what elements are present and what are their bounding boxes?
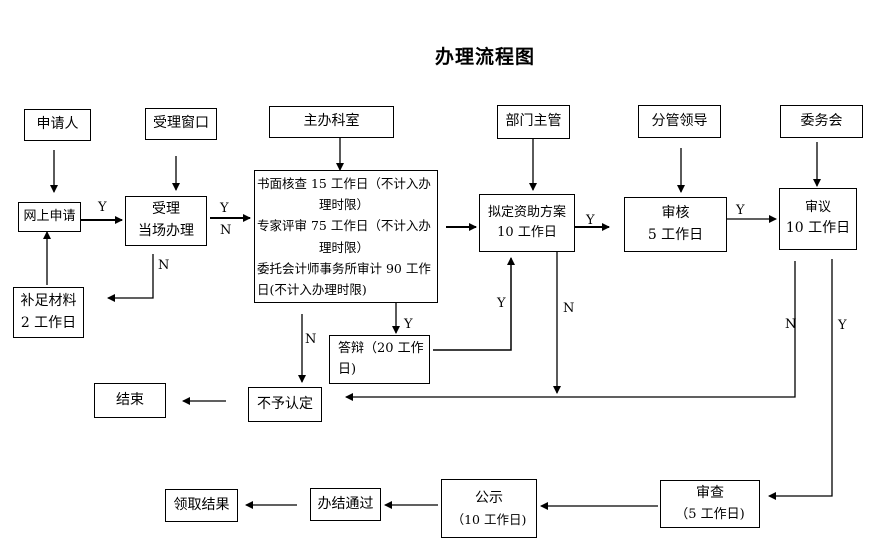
edge-label-y: Y <box>98 200 107 215</box>
node-deliberate: 审议 10 工作日 <box>779 188 857 250</box>
edge-label-y: Y <box>497 296 506 311</box>
role-dept: 部门主管 <box>497 105 570 139</box>
page-title: 办理流程图 <box>434 46 535 68</box>
edge-label-y: Y <box>220 201 229 216</box>
role-leader: 分管领导 <box>638 105 721 138</box>
role-committee: 委务会 <box>780 105 863 138</box>
node-end: 结束 <box>94 383 166 418</box>
arrow-deliberate-check <box>768 259 833 500</box>
arrow-accept-supplement <box>107 254 154 302</box>
arrow-defense-plan <box>433 257 515 351</box>
edge-label-y: Y <box>838 318 847 333</box>
edge-label-y: Y <box>736 203 745 218</box>
node-approve: 办结通过 <box>310 488 381 521</box>
edge-label-y: Y <box>586 213 595 228</box>
node-review: 书面核查 15 工作日（不计入办 理时限） 专家评审 75 工作日（不计入办 理… <box>254 170 438 303</box>
node-plan: 拟定资助方案 10 工作日 <box>479 194 575 252</box>
node-reject: 不予认定 <box>248 387 322 422</box>
node-online: 网上申请 <box>18 202 81 232</box>
node-defense: 答辩（20 工作 日) <box>329 335 430 384</box>
edge-label-n: N <box>220 223 232 238</box>
node-collect: 领取结果 <box>165 489 238 522</box>
role-window: 受理窗口 <box>145 108 217 140</box>
node-supplement: 补足材料 2 工作日 <box>13 287 84 338</box>
node-publicize: 公示 （10 工作日) <box>441 479 537 538</box>
arrow-deliberate-reject <box>345 261 796 401</box>
node-audit: 审核 5 工作日 <box>624 197 727 252</box>
role-applicant: 申请人 <box>24 109 91 141</box>
node-accept: 受理 当场办理 <box>125 196 207 246</box>
edge-label-n: N <box>785 317 797 332</box>
edge-label-y: Y <box>404 317 413 332</box>
edge-label-n: N <box>158 258 170 273</box>
role-office: 主办科室 <box>269 106 394 138</box>
edge-label-n: N <box>305 332 317 347</box>
node-check: 审查 （5 工作日) <box>660 480 760 528</box>
edge-label-n: N <box>563 301 575 316</box>
